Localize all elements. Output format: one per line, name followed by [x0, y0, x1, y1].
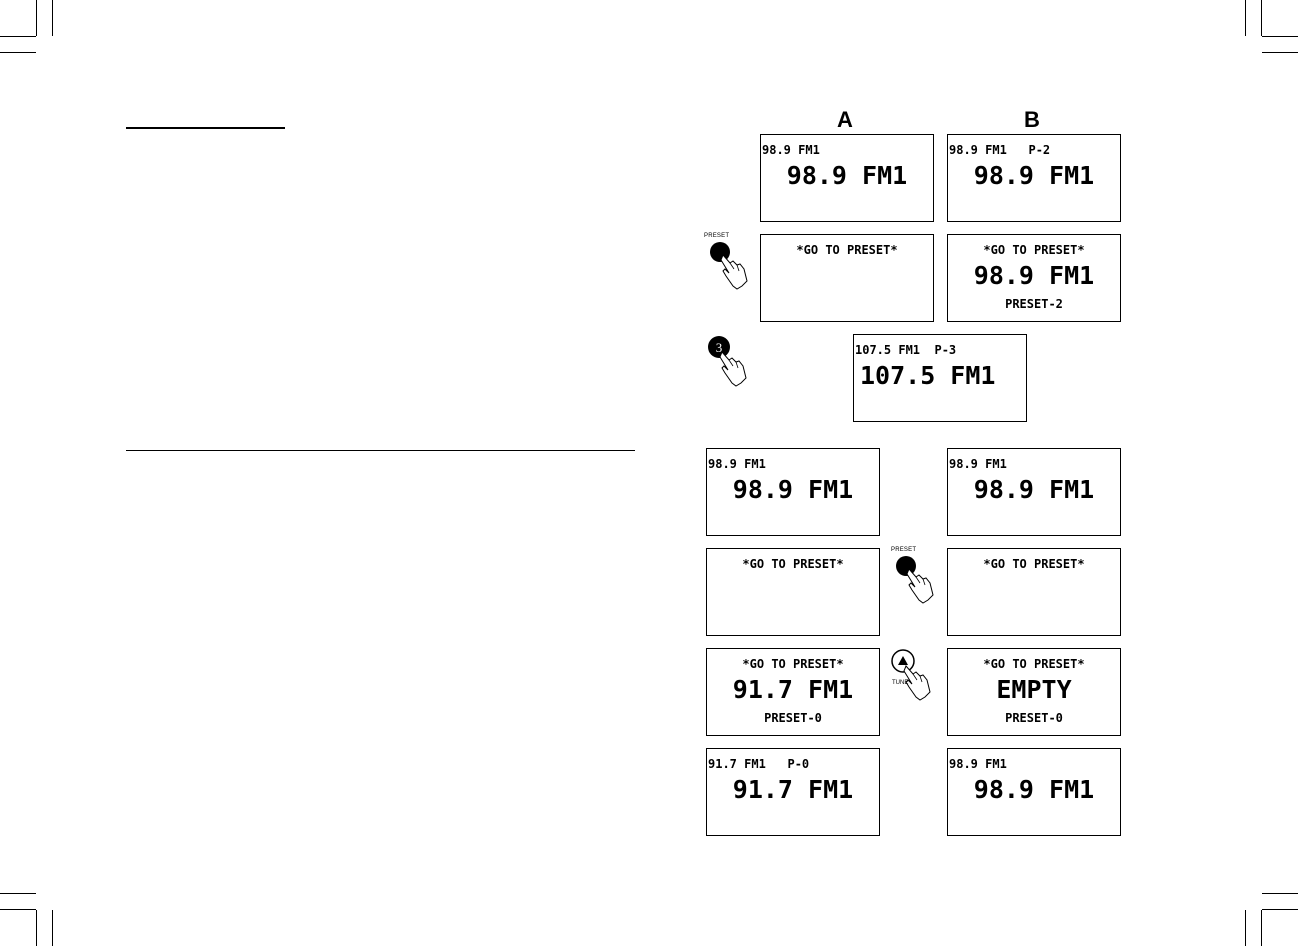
display-status-line: 98.9 FM1 — [949, 757, 1007, 771]
preset-3-number: 3 — [716, 340, 723, 355]
display-status-line: *GO TO PRESET* — [796, 243, 898, 257]
display-preset-line: PRESET-0 — [1005, 711, 1063, 725]
column-label-a: A — [837, 107, 853, 132]
display-s2-a4: 91.7 FM1 P-0 91.7 FM1 — [706, 748, 880, 836]
display-status-line: 107.5 FM1 P-3 — [855, 343, 957, 357]
heading-underline — [126, 127, 285, 129]
display-status-line: 98.9 FM1 P-2 — [949, 143, 1051, 157]
display-a2: *GO TO PRESET* — [760, 234, 934, 322]
display-frequency: 91.7 FM1 — [732, 675, 854, 704]
display-status-line: 98.9 FM1 — [708, 457, 766, 471]
display-s2-b4: 98.9 FM1 98.9 FM1 — [947, 748, 1121, 836]
display-frequency: EMPTY — [996, 675, 1072, 704]
preset-button-section2[interactable]: PRESET — [891, 547, 941, 609]
preset-button[interactable]: PRESET — [704, 233, 754, 295]
display-status-line: *GO TO PRESET* — [983, 557, 1085, 571]
display-frequency: 98.9 FM1 — [732, 475, 854, 504]
display-frequency: 98.9 FM1 — [786, 161, 908, 190]
preset-button-label: PRESET — [891, 547, 917, 553]
tune-up-button[interactable]: TUNE — [888, 648, 938, 710]
display-status-line: *GO TO PRESET* — [742, 557, 844, 571]
display-status-line: *GO TO PRESET* — [742, 657, 844, 671]
display-s2-b2: *GO TO PRESET* — [947, 548, 1121, 636]
display-preset-line: PRESET-0 — [764, 711, 822, 725]
pressing-hand-icon — [710, 242, 748, 290]
section-divider — [126, 450, 635, 451]
display-c3: 107.5 FM1 P-3 107.5 FM1 — [853, 334, 1027, 422]
display-s2-b1: 98.9 FM1 98.9 FM1 — [947, 448, 1121, 536]
triangle-up-icon — [898, 656, 908, 665]
display-frequency: 98.9 FM1 — [973, 475, 1095, 504]
display-frequency: 98.9 FM1 — [973, 261, 1095, 290]
pressing-hand-icon — [896, 556, 934, 604]
display-s2-a2: *GO TO PRESET* — [706, 548, 880, 636]
display-status-line: 98.9 FM1 — [762, 143, 820, 157]
pressing-hand-icon — [891, 649, 931, 701]
display-status-line: 91.7 FM1 P-0 — [708, 757, 810, 771]
display-b1: 98.9 FM1 P-2 98.9 FM1 — [947, 134, 1121, 222]
display-frequency: 98.9 FM1 — [973, 161, 1095, 190]
preset-3-button[interactable]: 3 — [704, 334, 754, 396]
display-status-line: *GO TO PRESET* — [983, 243, 1085, 257]
pressing-hand-icon: 3 — [708, 336, 747, 387]
display-b2: *GO TO PRESET* 98.9 FM1 PRESET-2 — [947, 234, 1121, 322]
display-s2-a3: *GO TO PRESET* 91.7 FM1 PRESET-0 — [706, 648, 880, 736]
display-status-line: 98.9 FM1 — [949, 457, 1007, 471]
display-frequency: 91.7 FM1 — [732, 775, 854, 804]
display-frequency: 98.9 FM1 — [973, 775, 1095, 804]
display-preset-line: PRESET-2 — [1005, 297, 1063, 311]
tune-button-label: TUNE — [892, 680, 909, 686]
display-a1: 98.9 FM1 98.9 FM1 — [760, 134, 934, 222]
display-status-line: *GO TO PRESET* — [983, 657, 1085, 671]
display-s2-a1: 98.9 FM1 98.9 FM1 — [706, 448, 880, 536]
display-frequency: 107.5 FM1 — [860, 361, 996, 390]
preset-button-label: PRESET — [704, 233, 730, 239]
display-s2-b3: *GO TO PRESET* EMPTY PRESET-0 — [947, 648, 1121, 736]
column-label-b: B — [1024, 107, 1040, 132]
